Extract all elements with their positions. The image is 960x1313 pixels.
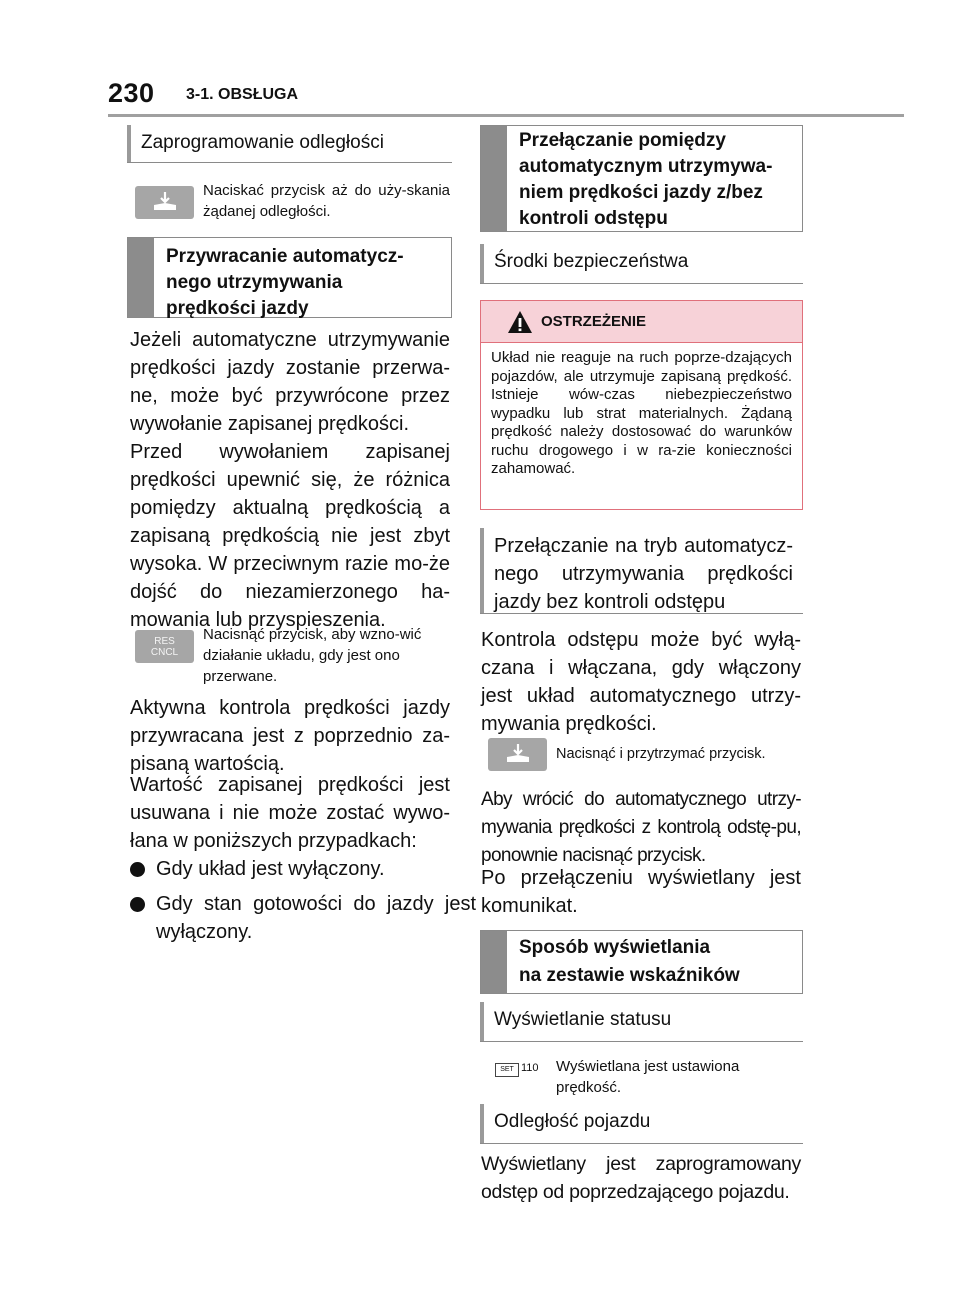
paragraph-distance-toggle: Kontrola odstępu może być wyłą-czana i w… [481,629,801,735]
warning-box: OSTRZEŻENIE Układ nie reaguje na ruch po… [480,300,803,510]
heading-display-method: Sposób wyświetlania na zestawie wskaźnik… [480,930,803,994]
set-speed-icon: SET [495,1063,519,1077]
distance-button-text: Naciskać przycisk aż do uży-skania żądan… [203,182,450,220]
subheading-vehicle-distance: Odległość pojazdu [480,1104,803,1144]
paragraph-resume-intro: Jeżeli automatyczne utrzymywanie prędkoś… [130,329,450,435]
warning-title: OSTRZEŻENIE [541,313,647,330]
paragraph-resume-value: Aktywna kontrola prędkości jazdy przywra… [130,697,450,775]
heading-resume-cruise: Przywracanie automatycz- nego utrzymywan… [127,237,452,319]
hold-button-text: Nacisnąć i przytrzymać przycisk. [556,746,766,762]
paragraph-message: Po przełączeniu wyświetlany jest komunik… [481,867,801,917]
subheading-switch-no-distance: Przełączanie na tryb automatycz-nego utr… [480,528,803,614]
paragraph-resume-caution: Przed wywołaniem zapisanej prędkości upe… [130,441,450,631]
set-speed-value: 110 [521,1062,539,1074]
warning-text: Układ nie reaguje na ruch poprze-dzający… [491,349,792,477]
heading-switch-distance-control: Przełączanie pomiędzy automatycznym utrz… [480,125,803,232]
subheading-distance-programming: Zaprogramowanie odległości [127,125,452,163]
warning-triangle-icon [508,311,532,333]
page-number: 230 [108,78,155,108]
bullet-item: Gdy stan gotowości do jazdy jest wyłączo… [130,890,476,946]
bullet-icon [130,897,145,912]
subheading-status-display: Wyświetlanie statusu [480,1002,803,1042]
distance-button-icon [488,738,547,771]
bullet-item: Gdy układ jest wyłączony. [130,855,476,883]
paragraph-return-distance: Aby wrócić do automatycznego utrzy-mywan… [481,789,802,866]
paragraph-value-cleared: Wartość zapisanej prędkości jest usuwana… [130,774,450,852]
bullet-icon [130,862,145,877]
header-rule [108,114,904,117]
distance-button-icon [135,186,194,219]
res-cncl-button-icon: RES CNCL [135,630,194,663]
status-text: Wyświetlana jest ustawiona prędkość. [556,1058,740,1096]
res-button-text: Nacisnąć przycisk, aby wzno-wić działani… [203,626,422,685]
subheading-safety: Środki bezpieczeństwa [480,244,803,284]
paragraph-programmed-distance: Wyświetlany jest zaprogramowany odstęp o… [481,1153,801,1203]
section-title: 3-1. OBSŁUGA [186,86,299,103]
warning-header: OSTRZEŻENIE [481,301,802,343]
